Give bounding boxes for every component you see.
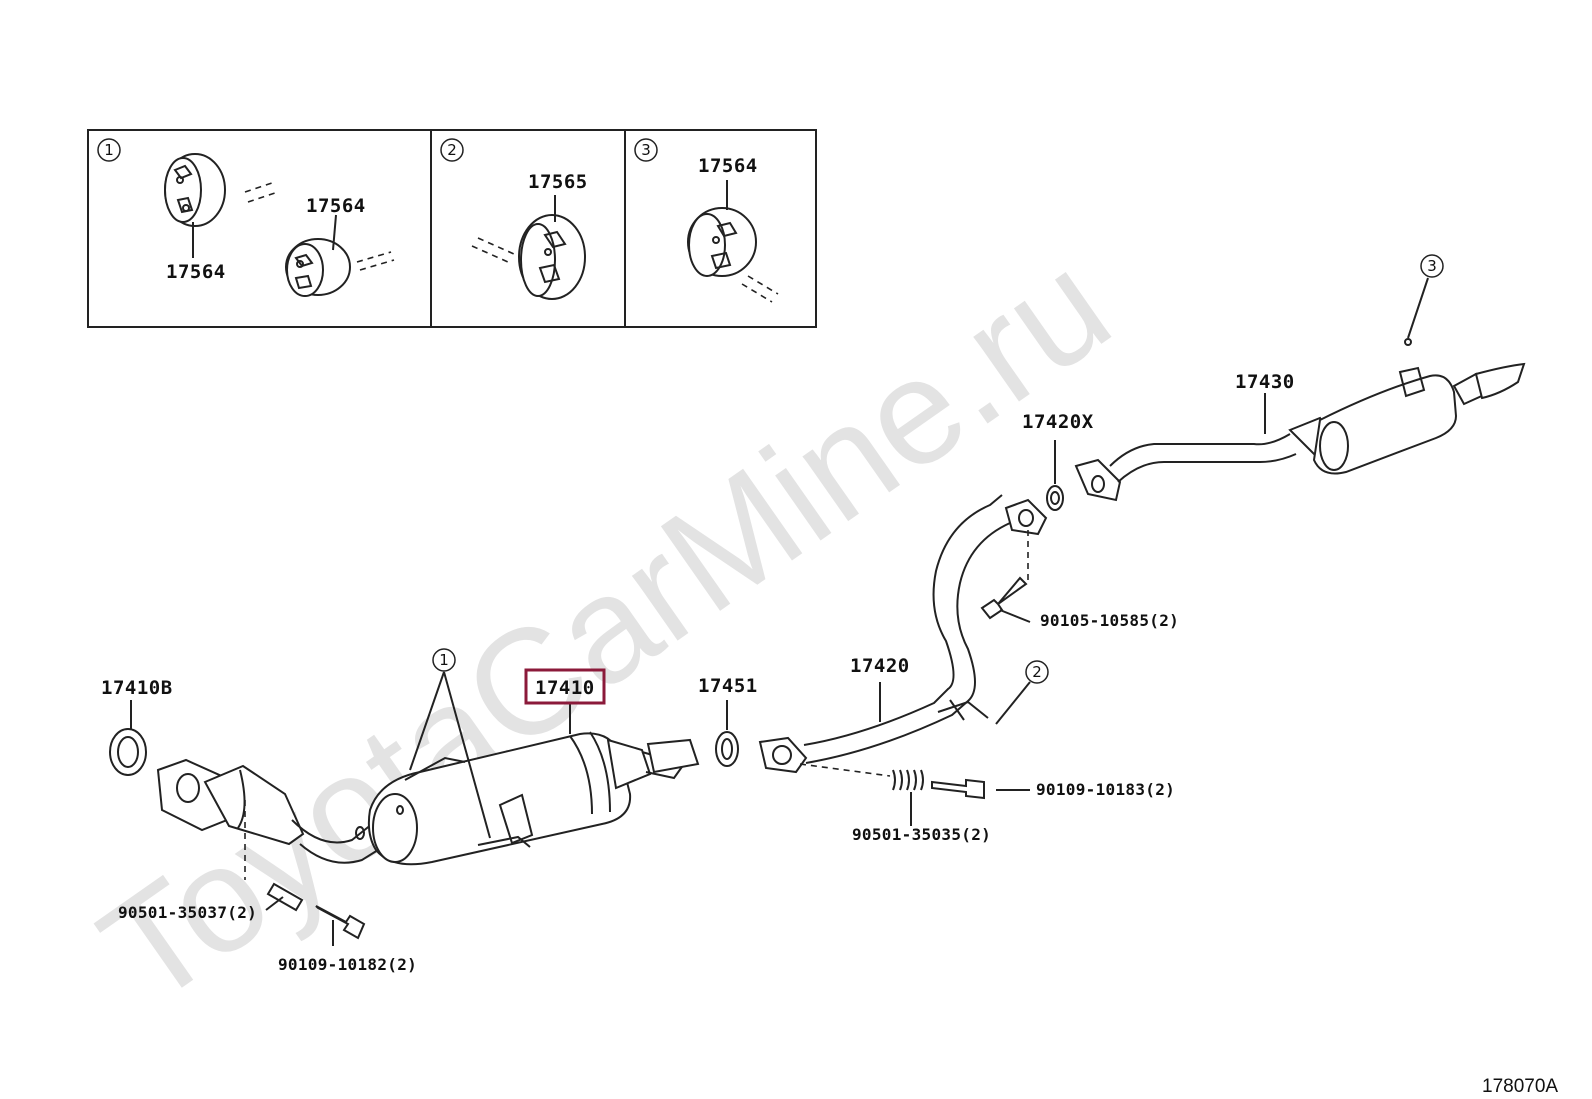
part-label-17564-a[interactable]: 17564 [166, 261, 226, 283]
part-label-17410[interactable]: 17410 [535, 677, 595, 699]
gasket-17451[interactable] [715, 731, 739, 767]
rubber-hanger-icon[interactable] [518, 214, 586, 300]
panel-number: 1 [104, 141, 114, 159]
callout-circle-3 [1420, 254, 1444, 278]
part-label-17420x[interactable]: 17420X [1022, 411, 1094, 433]
part-label-90501-35037[interactable]: 90501-35037(2) [118, 903, 257, 922]
part-label-17420[interactable]: 17420 [850, 655, 910, 677]
panel-number-circle [97, 138, 121, 162]
center-pipe-17420[interactable] [758, 494, 1048, 774]
inset-frame [87, 129, 817, 328]
callout-circle-1 [432, 648, 456, 672]
part-label-17430[interactable]: 17430 [1235, 371, 1295, 393]
rubber-hanger-icon[interactable] [687, 207, 757, 277]
rubber-hanger-icon[interactable] [285, 238, 351, 297]
panel-number: 2 [447, 141, 457, 159]
part-label-90501-35035[interactable]: 90501-35035(2) [852, 825, 991, 844]
part-label-17410b[interactable]: 17410B [101, 677, 173, 699]
part-label-17564-b[interactable]: 17564 [306, 195, 366, 217]
part-label-90109-10183[interactable]: 90109-10183(2) [1036, 780, 1175, 799]
inset-panels: 1 17564 17564 [87, 129, 817, 328]
callout-circle-2 [1025, 660, 1049, 684]
catalytic-converter-17410[interactable] [156, 731, 700, 866]
part-label-17451[interactable]: 17451 [698, 675, 758, 697]
clamp-bolt-icon[interactable] [266, 882, 304, 912]
inset-panel-3: 3 17564 [634, 138, 779, 303]
diagram-code: 178070A [1482, 1076, 1558, 1097]
inset-panel-1: 1 17564 17564 [97, 138, 395, 297]
part-label-90109-10182[interactable]: 90109-10182(2) [278, 955, 417, 974]
panel-number-circle [440, 138, 464, 162]
gasket-17410b[interactable] [109, 728, 147, 776]
part-label-17564-c[interactable]: 17564 [698, 155, 758, 177]
part-label-17565[interactable]: 17565 [528, 171, 588, 193]
callout-2: 2 [1032, 663, 1042, 681]
bolt-icon[interactable] [980, 576, 1028, 620]
bolt-icon[interactable] [315, 905, 366, 940]
gasket-17420x[interactable] [1046, 485, 1064, 511]
inset-panel-2: 2 17565 [440, 138, 588, 300]
spring-icon[interactable] [892, 769, 924, 791]
panel-number-circle [634, 138, 658, 162]
tail-pipe-muffler-17430[interactable] [1074, 362, 1526, 502]
selected-part-highlight [524, 668, 606, 705]
rubber-hanger-icon[interactable] [164, 153, 226, 227]
part-label-90105-10585[interactable]: 90105-10585(2) [1040, 611, 1179, 630]
panel-number: 3 [641, 141, 651, 159]
callout-1: 1 [439, 651, 449, 669]
callout-3: 3 [1427, 257, 1437, 275]
bolt-icon[interactable] [931, 778, 985, 800]
